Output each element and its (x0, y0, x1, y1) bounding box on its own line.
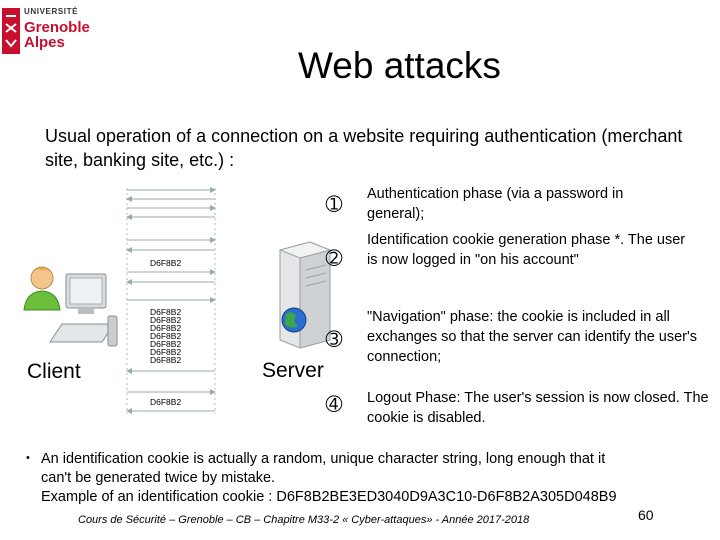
slide-title: Web attacks (298, 45, 501, 86)
university-logo: UNIVERSITÉ Grenoble Alpes (24, 7, 90, 51)
cookie-value: D6F8B2 (150, 347, 182, 357)
bullet-line-1: An identification cookie is actually a r… (41, 451, 606, 467)
intro-text: Usual operation of a connection on a web… (45, 126, 683, 170)
cookie-value: D6F8B2 (150, 307, 182, 317)
cookie-value: D6F8B2 (150, 397, 182, 407)
cookie-value: D6F8B2 (150, 315, 182, 325)
logo-line-1: UNIVERSITÉ (24, 7, 79, 16)
phase-text-3: "Navigation" phase: the cookie is includ… (367, 309, 698, 365)
bullet-line-2: can't be generated twice by mistake. (41, 470, 276, 486)
phase-marker-4: ➃ (325, 394, 343, 416)
server-label: Server (262, 359, 324, 382)
cookie-value: D6F8B2 (150, 339, 182, 349)
user-computer-icon (23, 266, 118, 347)
exchange-arrows (126, 187, 216, 414)
cookie-value: D6F8B2 (150, 355, 182, 365)
cookie-value: D6F8B2 (150, 331, 182, 341)
phase-marker-2: ➁ (325, 248, 343, 270)
logo-line-2: Grenoble (24, 19, 90, 36)
bullet-line-3: Example of an identification cookie : D6… (41, 489, 617, 505)
server-globe-icon (278, 241, 332, 349)
cookie-value: D6F8B2 (150, 258, 182, 268)
phase-text-2: Identification cookie generation phase *… (367, 232, 686, 268)
logo-line-3: Alpes (24, 34, 65, 51)
university-logo-icon (2, 8, 20, 54)
phase-text-1: Authentication phase (via a password in … (367, 186, 624, 222)
cookie-value: D6F8B2 (150, 323, 182, 333)
bullet-marker: • (26, 452, 30, 464)
page-number: 60 (638, 507, 654, 523)
phase-text-4: Logout Phase: The user's session is now … (367, 390, 709, 426)
footer-text: Cours de Sécurité – Grenoble – CB – Chap… (78, 514, 530, 526)
client-label: Client (27, 360, 81, 383)
phase-marker-3: ➂ (325, 329, 343, 351)
phase-marker-1: ➀ (325, 194, 343, 216)
cookie-stack: D6F8B2 D6F8B2 D6F8B2 D6F8B2 D6F8B2 D6F8B… (150, 307, 182, 365)
bullet-text: An identification cookie is actually a r… (41, 450, 706, 507)
